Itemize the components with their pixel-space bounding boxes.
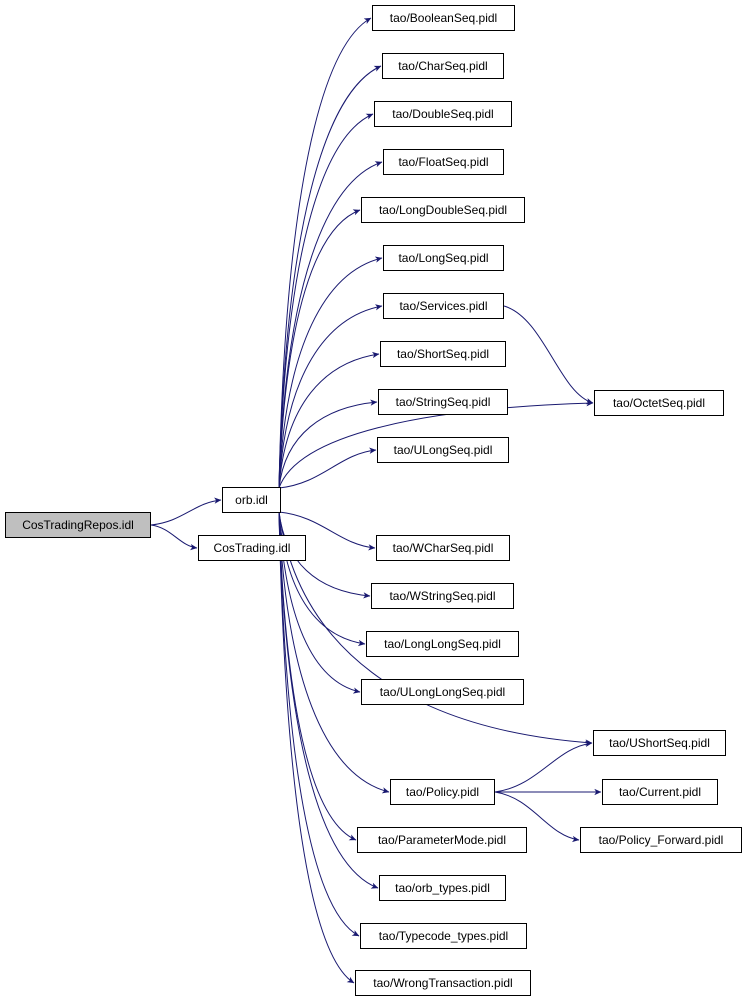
- graph-node-orb[interactable]: orb.idl: [222, 487, 281, 513]
- graph-edge-services-to-octetseq: [503, 305, 594, 405]
- graph-node-costradingrepos[interactable]: CosTradingRepos.idl: [5, 512, 151, 538]
- graph-node-stringseq[interactable]: tao/StringSeq.pidl: [378, 389, 508, 415]
- graph-node-shortseq[interactable]: tao/ShortSeq.pidl: [380, 341, 506, 367]
- graph-node-longseq[interactable]: tao/LongSeq.pidl: [383, 245, 504, 271]
- graph-node-ushortseq[interactable]: tao/UShortSeq.pidl: [593, 730, 726, 756]
- graph-node-label: tao/Policy.pidl: [405, 785, 480, 799]
- graph-node-booleanseq[interactable]: tao/BooleanSeq.pidl: [372, 5, 515, 31]
- graph-node-longlongseq[interactable]: tao/LongLongSeq.pidl: [366, 631, 519, 657]
- graph-edge-orb-to-longseq: [278, 256, 383, 489]
- graph-node-policy[interactable]: tao/Policy.pidl: [390, 779, 495, 805]
- graph-node-label: tao/orb_types.pidl: [395, 881, 490, 895]
- graph-node-parametermode[interactable]: tao/ParameterMode.pidl: [357, 827, 527, 853]
- graph-edge-policy-to-ushortseq: [494, 740, 593, 793]
- graph-node-label: tao/ULongSeq.pidl: [393, 443, 493, 457]
- graph-node-label: tao/DoubleSeq.pidl: [392, 107, 494, 121]
- graph-node-label: tao/WrongTransaction.pidl: [373, 976, 513, 990]
- graph-node-label: tao/ULongLongSeq.pidl: [379, 685, 506, 699]
- graph-node-label: tao/BooleanSeq.pidl: [389, 11, 498, 25]
- graph-node-longdoubleseq[interactable]: tao/LongDoubleSeq.pidl: [361, 197, 525, 223]
- graph-node-label: tao/Policy_Forward.pidl: [598, 833, 724, 847]
- graph-node-ulonglongseq[interactable]: tao/ULongLongSeq.pidl: [361, 679, 524, 705]
- graph-edge-orb-to-typecode_types: [278, 511, 360, 937]
- graph-edge-orb-to-orb_types: [278, 511, 379, 889]
- graph-node-label: tao/OctetSeq.pidl: [612, 396, 706, 410]
- graph-node-services[interactable]: tao/Services.pidl: [383, 293, 504, 319]
- graph-edge-orb-to-longdoubleseq: [278, 209, 361, 489]
- graph-edge-orb-to-longlongseq: [278, 511, 366, 647]
- graph-node-label: tao/StringSeq.pidl: [395, 395, 491, 409]
- graph-node-label: tao/WCharSeq.pidl: [392, 541, 494, 555]
- graph-edge-orb-to-services: [278, 304, 383, 489]
- graph-node-typecode_types[interactable]: tao/Typecode_types.pidl: [360, 923, 527, 949]
- graph-edge-orb-to-wcharseq: [278, 511, 376, 551]
- graph-edge-costradingrepos-to-costrading: [150, 524, 198, 551]
- graph-node-floatseq[interactable]: tao/FloatSeq.pidl: [383, 149, 504, 175]
- graph-node-costrading[interactable]: CosTrading.idl: [198, 535, 306, 561]
- graph-node-octetseq[interactable]: tao/OctetSeq.pidl: [594, 390, 724, 416]
- graph-node-orb_types[interactable]: tao/orb_types.pidl: [379, 875, 506, 901]
- graph-edge-orb-to-ulongseq: [278, 447, 377, 489]
- graph-node-current[interactable]: tao/Current.pidl: [602, 779, 718, 805]
- graph-node-label: tao/ShortSeq.pidl: [396, 347, 490, 361]
- graph-node-label: tao/WStringSeq.pidl: [389, 589, 496, 603]
- graph-node-doubleseq[interactable]: tao/DoubleSeq.pidl: [374, 101, 512, 127]
- graph-node-label: tao/LongDoubleSeq.pidl: [378, 203, 508, 217]
- graph-node-label: tao/UShortSeq.pidl: [609, 736, 710, 750]
- graph-edge-orb-to-charseq: [278, 65, 382, 489]
- graph-edge-orb-to-stringseq: [278, 399, 378, 489]
- graph-edge-costradingrepos-to-orb: [150, 497, 222, 526]
- graph-node-label: tao/Services.pidl: [399, 299, 488, 313]
- graph-node-wrongtransaction[interactable]: tao/WrongTransaction.pidl: [355, 970, 531, 996]
- graph-node-ulongseq[interactable]: tao/ULongSeq.pidl: [377, 437, 509, 463]
- graph-edge-orb-to-octetseq: [278, 400, 594, 489]
- graph-node-label: tao/LongSeq.pidl: [398, 251, 489, 265]
- graph-edge-orb-to-wrongtransaction: [278, 511, 355, 984]
- graph-node-label: CosTrading.idl: [213, 541, 291, 555]
- graph-node-wcharseq[interactable]: tao/WCharSeq.pidl: [376, 535, 510, 561]
- graph-node-label: CosTradingRepos.idl: [22, 518, 134, 532]
- graph-node-label: tao/Current.pidl: [618, 785, 702, 799]
- graph-edge-orb-to-policy: [278, 511, 390, 794]
- graph-edge-orb-to-booleanseq: [278, 17, 372, 489]
- graph-node-wstringseq[interactable]: tao/WStringSeq.pidl: [371, 583, 514, 609]
- graph-edge-orb-to-doubleseq: [278, 113, 374, 489]
- graph-node-charseq[interactable]: tao/CharSeq.pidl: [382, 53, 504, 79]
- graph-edge-orb-to-shortseq: [278, 351, 380, 489]
- graph-edge-orb-to-ushortseq: [278, 511, 593, 746]
- graph-node-label: tao/CharSeq.pidl: [398, 59, 488, 73]
- graph-edge-policy-to-policy_forward: [494, 791, 580, 843]
- graph-node-label: tao/LongLongSeq.pidl: [384, 637, 501, 651]
- graph-node-label: tao/ParameterMode.pidl: [377, 833, 507, 847]
- graph-node-label: orb.idl: [235, 493, 268, 507]
- graph-node-policy_forward[interactable]: tao/Policy_Forward.pidl: [580, 827, 742, 853]
- graph-node-label: tao/Typecode_types.pidl: [378, 929, 509, 943]
- graph-node-label: tao/FloatSeq.pidl: [398, 155, 489, 169]
